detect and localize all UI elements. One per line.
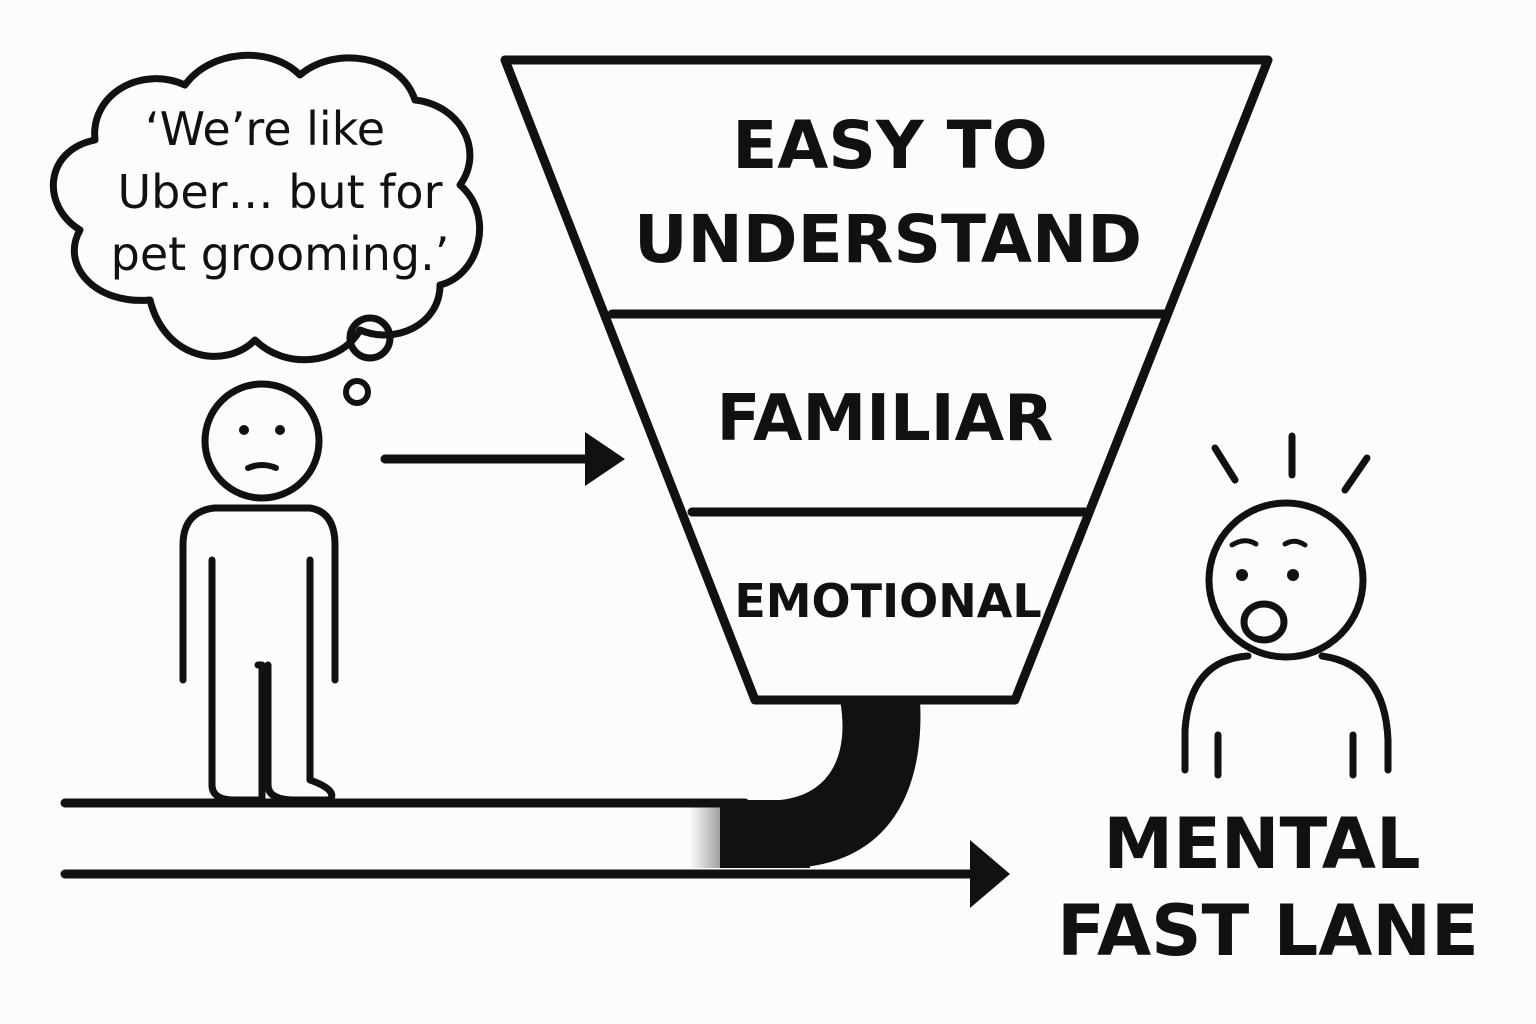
funnel-tier-2: FAMILIAR [717, 382, 1054, 456]
neutral-legs [208, 661, 336, 804]
lanes [60, 798, 1010, 908]
neutral-mouth [245, 462, 279, 471]
funnel: EASY TO UNDERSTAND FAMILIAR EMOTIONAL [500, 55, 1273, 705]
surprised-head [1205, 499, 1367, 661]
slide-fade-shadow [690, 800, 810, 868]
funnel-tier-1-line-1: EASY TO [732, 107, 1048, 184]
arrow-to-funnel [380, 432, 625, 486]
thought-dot-large [346, 314, 394, 362]
neutral-eye-left [239, 425, 249, 435]
surprised-eye-right [1287, 569, 1299, 581]
surprised-shoulders [1181, 652, 1392, 774]
neutral-head [201, 380, 323, 502]
thought-cloud-outline [49, 51, 484, 364]
fast-lane-arrow-head [970, 840, 1010, 908]
surprised-brow-right [1282, 538, 1308, 548]
outcome-line-1: MENTAL [1103, 803, 1420, 885]
neutral-eye-right [275, 425, 285, 435]
surprised-eye-left [1236, 569, 1248, 581]
funnel-outline [500, 55, 1273, 705]
arrow-to-funnel-head [585, 432, 625, 486]
outcome-line-2: FAST LANE [1057, 890, 1479, 972]
surprise-line-left [1211, 444, 1239, 484]
funnel-tier-3: EMOTIONAL [734, 574, 1041, 628]
thought-dot-small [343, 378, 371, 406]
funnel-slide [690, 700, 921, 868]
surprised-brow-left [1229, 538, 1259, 548]
surprise-line-right [1341, 454, 1371, 494]
surprised-mouth [1240, 600, 1288, 644]
outcome-label: MENTAL FAST LANE [1057, 803, 1479, 972]
stick-figure-surprised [1181, 432, 1392, 779]
thought-bubble: ‘We’re like Uber… but for pet grooming.’ [49, 51, 484, 406]
stick-figure-neutral [179, 380, 339, 804]
funnel-tier-1-line-2: UNDERSTAND [634, 201, 1142, 278]
thought-line-1: ‘We’re like [145, 102, 385, 156]
thought-line-3: pet grooming.’ [111, 227, 450, 281]
neutral-body [179, 504, 339, 684]
thought-line-2: Uber… but for [118, 165, 443, 219]
